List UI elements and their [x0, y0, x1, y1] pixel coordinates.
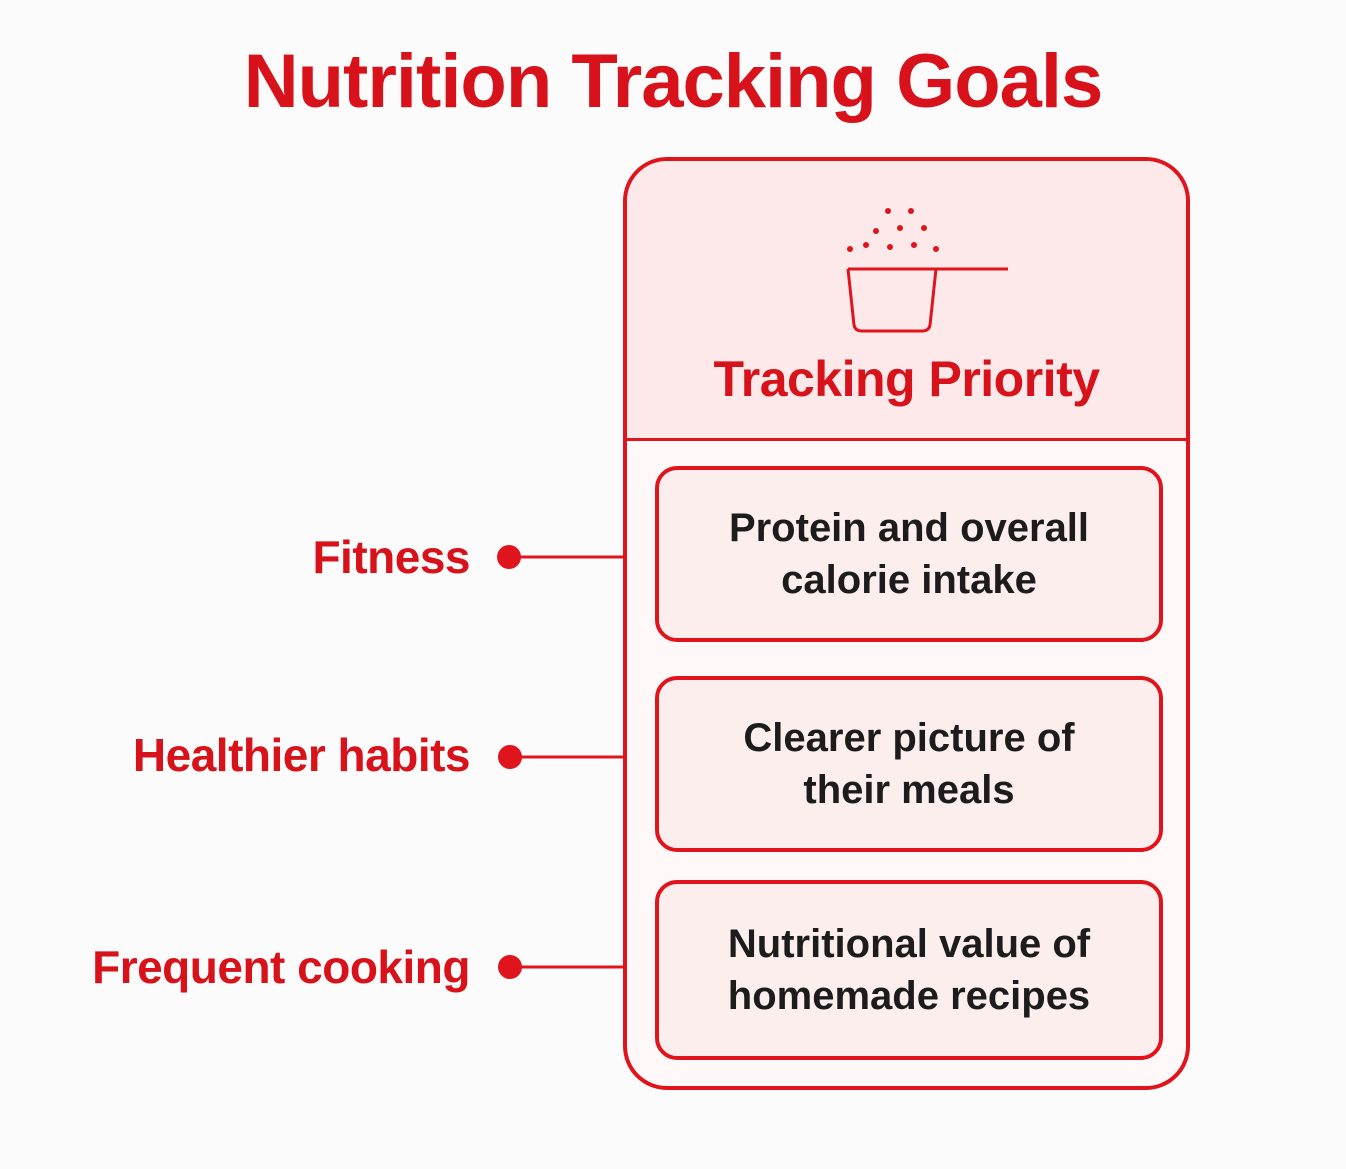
priority-text: Nutritional value of homemade recipes	[727, 922, 1091, 1018]
priority-card-healthier-habits: Clearer picture of their meals	[655, 676, 1163, 852]
connector-fitness	[497, 545, 625, 569]
panel-header: Tracking Priority	[627, 161, 1186, 441]
priority-text: Clearer picture of their meals	[743, 716, 1075, 812]
goal-label-frequent-cooking: Frequent cooking	[92, 941, 470, 993]
goal-label-fitness: Fitness	[312, 531, 470, 583]
measuring-cup-icon	[846, 208, 1008, 333]
connector-healthier-habits	[498, 745, 625, 769]
goal-label-healthier-habits: Healthier habits	[132, 729, 471, 781]
page-title: Nutrition Tracking Goals	[243, 39, 1104, 124]
panel-title: Tracking Priority	[713, 351, 1100, 407]
tracking-priority-panel: Tracking Priority Protein and overall ca…	[623, 157, 1190, 1090]
priority-card-fitness: Protein and overall calorie intake	[655, 466, 1163, 642]
priority-text: Protein and overall calorie intake	[728, 506, 1090, 602]
connector-frequent-cooking	[498, 955, 625, 979]
priority-card-frequent-cooking: Nutritional value of homemade recipes	[655, 880, 1163, 1060]
